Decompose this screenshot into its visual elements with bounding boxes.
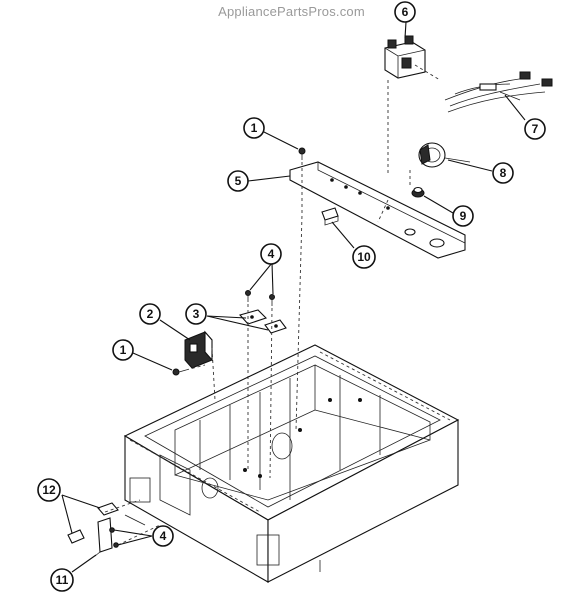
leader-lines xyxy=(61,21,526,573)
callout-label: 8 xyxy=(500,166,507,180)
base-cabinet xyxy=(123,344,460,583)
grommet-part-9 xyxy=(411,186,425,198)
callout-label: 1 xyxy=(251,121,258,135)
relay-part-6 xyxy=(384,35,426,79)
bracket-part-3 xyxy=(239,309,287,334)
callout-label: 12 xyxy=(42,483,56,497)
callout-label: 9 xyxy=(460,209,467,223)
callout-4-upper: 4 xyxy=(260,243,282,265)
callout-label: 6 xyxy=(402,5,409,19)
bracket-part-11 xyxy=(94,517,113,557)
callout-7: 7 xyxy=(524,118,546,140)
callout-1-lower: 1 xyxy=(112,339,134,361)
clip-part-10 xyxy=(321,207,339,226)
callout-label: 5 xyxy=(235,174,242,188)
screws-part-4-upper xyxy=(245,290,275,306)
callout-label: 7 xyxy=(532,122,539,136)
pressure-switch-part-8 xyxy=(418,142,471,168)
callout-12: 12 xyxy=(37,478,61,502)
callout-8: 8 xyxy=(492,162,514,184)
callout-2: 2 xyxy=(139,303,161,325)
callout-label: 4 xyxy=(160,529,167,543)
callout-10: 10 xyxy=(352,245,376,269)
callout-6: 6 xyxy=(394,1,416,23)
control-bracket-part-5 xyxy=(289,161,466,259)
callout-label: 4 xyxy=(268,247,275,261)
callout-1-top: 1 xyxy=(243,117,265,139)
callout-5: 5 xyxy=(227,170,249,192)
callout-9: 9 xyxy=(452,205,474,227)
callout-label: 1 xyxy=(120,343,127,357)
switch-part-12 xyxy=(67,502,119,544)
callout-label: 2 xyxy=(147,307,154,321)
wire-harness-part-7 xyxy=(444,71,553,113)
callout-label: 10 xyxy=(357,250,371,264)
watermark-text: AppliancePartsPros.com xyxy=(218,4,365,19)
assembly-lines xyxy=(104,64,441,546)
switch-part-2 xyxy=(184,330,213,369)
callout-3: 3 xyxy=(185,303,207,325)
callout-4-lower: 4 xyxy=(152,525,174,547)
callout-label: 11 xyxy=(56,573,69,587)
screw-part-1b xyxy=(172,368,187,376)
callout-label: 3 xyxy=(193,307,200,321)
callout-11: 11 xyxy=(50,568,74,592)
screw-part-1a xyxy=(298,147,306,160)
